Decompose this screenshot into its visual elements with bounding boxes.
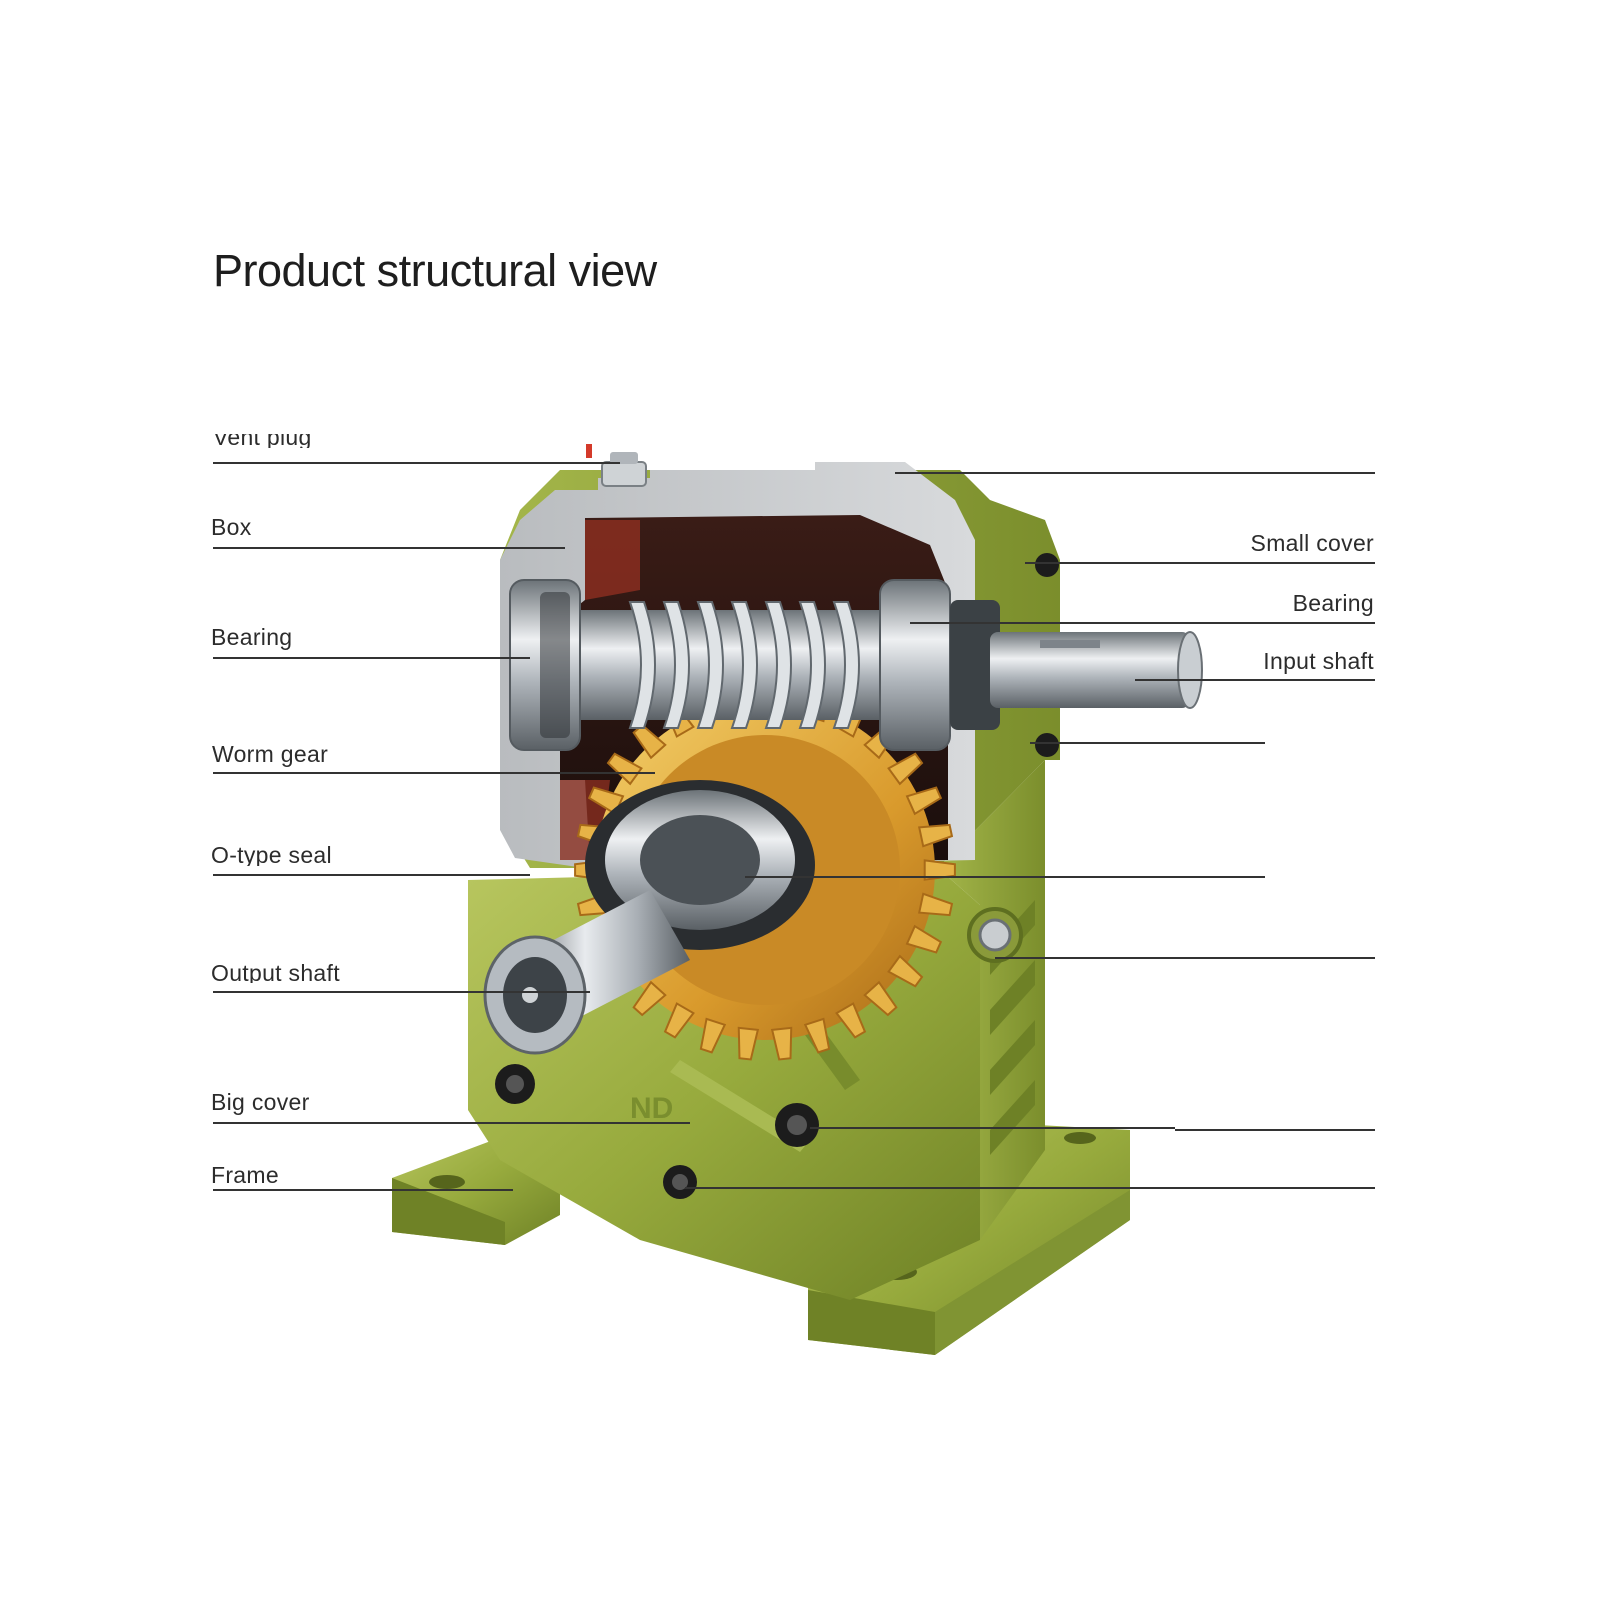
label-bearing-left: Bearing (211, 624, 293, 650)
gear-tooth (770, 1026, 793, 1061)
gear-tooth (587, 786, 625, 816)
svg-text:ND: ND (630, 1092, 673, 1125)
gear-tooth (632, 980, 667, 1017)
label-bearing-right: Bearing (1292, 590, 1374, 616)
label-input-shaft: Input shaft (1263, 648, 1374, 674)
gear-tooth (905, 786, 943, 816)
gear-tooth (887, 752, 924, 786)
worm-thread (696, 601, 724, 729)
worm-thread (662, 601, 690, 729)
gear-tooth (699, 1017, 727, 1054)
output-shaft (483, 780, 815, 1055)
diagram-title: Product structural view (213, 245, 657, 296)
worm-shaft (509, 579, 1000, 751)
gear-tooth (923, 859, 956, 881)
gear-tooth (803, 1017, 831, 1054)
gear-tooth (887, 954, 924, 988)
gear-tooth (835, 1002, 867, 1039)
worm-thread (798, 601, 826, 729)
gear-tooth (918, 892, 954, 917)
worm-thread (730, 601, 758, 729)
label-frame: Frame (211, 1162, 279, 1188)
leader-lines (213, 462, 1375, 1191)
label-o-type-seal: O-type seal (211, 844, 332, 866)
gear-tooth (663, 1002, 695, 1039)
label-big-cover: Big cover (211, 1089, 310, 1115)
gear-tooth (863, 980, 898, 1017)
label-worm-gear: Worm gear (212, 741, 329, 767)
worm-thread (832, 601, 860, 729)
worm-thread (764, 601, 792, 729)
gear-tooth (905, 924, 943, 954)
gear-tooth (918, 823, 954, 848)
worm-thread (628, 601, 656, 729)
label-vent-plug: Vent plug (213, 434, 312, 448)
label-small-cover: Small cover (1250, 530, 1374, 556)
input-shaft (990, 631, 1203, 709)
label-box: Box (211, 514, 252, 540)
label-output-shaft: Output shaft (211, 962, 340, 983)
gear-tooth (737, 1026, 760, 1061)
